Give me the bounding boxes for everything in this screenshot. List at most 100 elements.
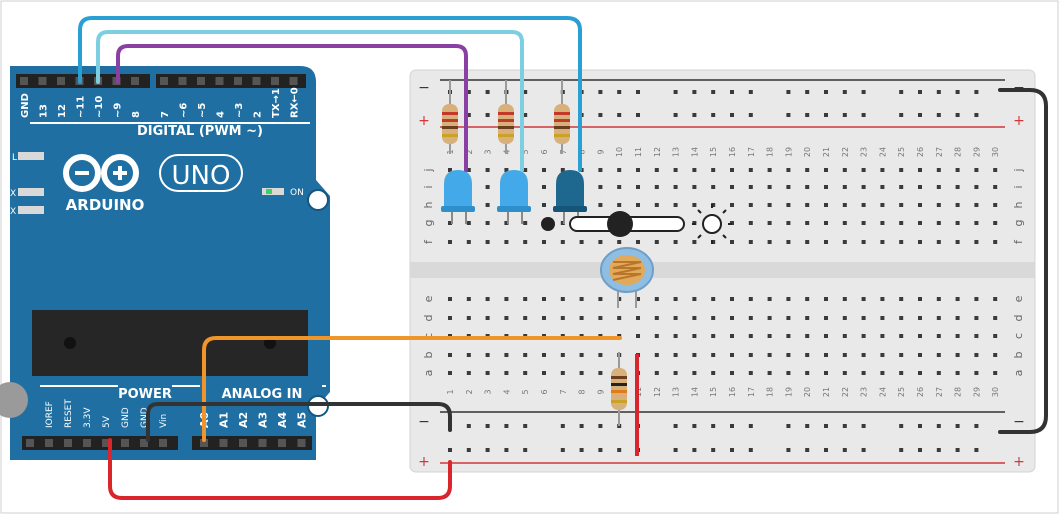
breadboard-hole[interactable] <box>730 371 734 375</box>
rail-hole[interactable] <box>974 113 979 117</box>
breadboard-hole[interactable] <box>542 240 546 244</box>
breadboard-hole[interactable] <box>617 168 622 172</box>
breadboard-hole[interactable] <box>974 240 979 244</box>
breadboard-hole[interactable] <box>636 168 640 172</box>
breadboard-hole[interactable] <box>861 240 866 244</box>
breadboard-hole[interactable] <box>993 297 998 301</box>
light-slider[interactable] <box>541 211 685 237</box>
breadboard-hole[interactable] <box>654 334 659 338</box>
breadboard-hole[interactable] <box>842 168 847 172</box>
breadboard-hole[interactable] <box>654 371 659 375</box>
breadboard-hole[interactable] <box>824 203 828 207</box>
breadboard-hole[interactable] <box>598 185 603 189</box>
breadboard-hole[interactable] <box>711 203 716 207</box>
breadboard-hole[interactable] <box>448 240 452 244</box>
breadboard-hole[interactable] <box>824 221 828 225</box>
breadboard-hole[interactable] <box>692 297 697 301</box>
breadboard-hole[interactable] <box>485 168 490 172</box>
breadboard-hole[interactable] <box>542 168 546 172</box>
led-dark-blue[interactable] <box>553 170 587 224</box>
breadboard-hole[interactable] <box>730 203 734 207</box>
breadboard-hole[interactable] <box>974 334 979 338</box>
breadboard-hole[interactable] <box>730 316 734 320</box>
rail-hole[interactable] <box>598 448 603 452</box>
breadboard-hole[interactable] <box>636 203 640 207</box>
breadboard-hole[interactable] <box>579 316 584 320</box>
rail-hole[interactable] <box>466 448 471 452</box>
breadboard-hole[interactable] <box>504 168 509 172</box>
rail-hole[interactable] <box>918 424 922 428</box>
header-slot[interactable] <box>102 439 110 447</box>
breadboard-hole[interactable] <box>448 168 452 172</box>
breadboard-hole[interactable] <box>523 316 528 320</box>
wire-gnd-black[interactable] <box>146 402 452 442</box>
breadboard-hole[interactable] <box>880 185 885 189</box>
rail-hole[interactable] <box>485 90 490 94</box>
breadboard-hole[interactable] <box>824 185 828 189</box>
breadboard-hole[interactable] <box>692 371 697 375</box>
breadboard-hole[interactable] <box>448 316 452 320</box>
breadboard-hole[interactable] <box>805 185 810 189</box>
breadboard-hole[interactable] <box>918 240 922 244</box>
breadboard-hole[interactable] <box>560 316 565 320</box>
breadboard-hole[interactable] <box>861 185 866 189</box>
breadboard-hole[interactable] <box>805 316 810 320</box>
breadboard-hole[interactable] <box>560 240 565 244</box>
breadboard-hole[interactable] <box>673 203 678 207</box>
breadboard-hole[interactable] <box>654 185 659 189</box>
wire-pin11-blue[interactable] <box>78 16 582 172</box>
breadboard-hole[interactable] <box>805 297 810 301</box>
breadboard-hole[interactable] <box>861 168 866 172</box>
wire-pin10-cyan[interactable] <box>96 30 524 172</box>
rail-hole[interactable] <box>824 448 828 452</box>
breadboard-hole[interactable] <box>448 221 452 225</box>
breadboard-hole[interactable] <box>805 371 810 375</box>
rail-hole[interactable] <box>955 448 960 452</box>
rail-hole[interactable] <box>673 90 678 94</box>
led-blue[interactable] <box>497 170 531 224</box>
breadboard-hole[interactable] <box>786 240 791 244</box>
header-slot[interactable] <box>252 77 261 85</box>
breadboard-hole[interactable] <box>955 371 960 375</box>
header-slot[interactable] <box>258 439 267 447</box>
breadboard-hole[interactable] <box>523 353 528 357</box>
breadboard-hole[interactable] <box>711 371 716 375</box>
rail-hole[interactable] <box>523 113 528 117</box>
breadboard-hole[interactable] <box>861 221 866 225</box>
breadboard-hole[interactable] <box>767 240 772 244</box>
breadboard-hole[interactable] <box>861 353 866 357</box>
breadboard-hole[interactable] <box>466 240 471 244</box>
rail-hole[interactable] <box>861 90 866 94</box>
rail-hole[interactable] <box>466 113 471 117</box>
breadboard-hole[interactable] <box>560 168 565 172</box>
breadboard-hole[interactable] <box>730 353 734 357</box>
breadboard-hole[interactable] <box>805 221 810 225</box>
breadboard-hole[interactable] <box>842 371 847 375</box>
breadboard-hole[interactable] <box>523 221 528 225</box>
breadboard-hole[interactable] <box>504 221 509 225</box>
rail-hole[interactable] <box>786 113 791 117</box>
rail-hole[interactable] <box>579 448 584 452</box>
breadboard-hole[interactable] <box>598 168 603 172</box>
rail-hole[interactable] <box>711 424 716 428</box>
breadboard-hole[interactable] <box>899 185 904 189</box>
breadboard-hole[interactable] <box>748 168 753 172</box>
breadboard-hole[interactable] <box>899 353 904 357</box>
rail-hole[interactable] <box>842 448 847 452</box>
breadboard-hole[interactable] <box>711 353 716 357</box>
breadboard-hole[interactable] <box>485 240 490 244</box>
breadboard-hole[interactable] <box>993 168 998 172</box>
breadboard-hole[interactable] <box>767 371 772 375</box>
breadboard-hole[interactable] <box>560 371 565 375</box>
resistor[interactable] <box>611 352 627 426</box>
rail-hole[interactable] <box>824 424 828 428</box>
resistor[interactable] <box>498 80 514 154</box>
breadboard-hole[interactable] <box>504 240 509 244</box>
breadboard-hole[interactable] <box>918 221 922 225</box>
rail-hole[interactable] <box>918 448 922 452</box>
breadboard-hole[interactable] <box>617 203 622 207</box>
breadboard-hole[interactable] <box>504 371 509 375</box>
breadboard-hole[interactable] <box>955 168 960 172</box>
breadboard-hole[interactable] <box>899 240 904 244</box>
breadboard-hole[interactable] <box>880 203 885 207</box>
